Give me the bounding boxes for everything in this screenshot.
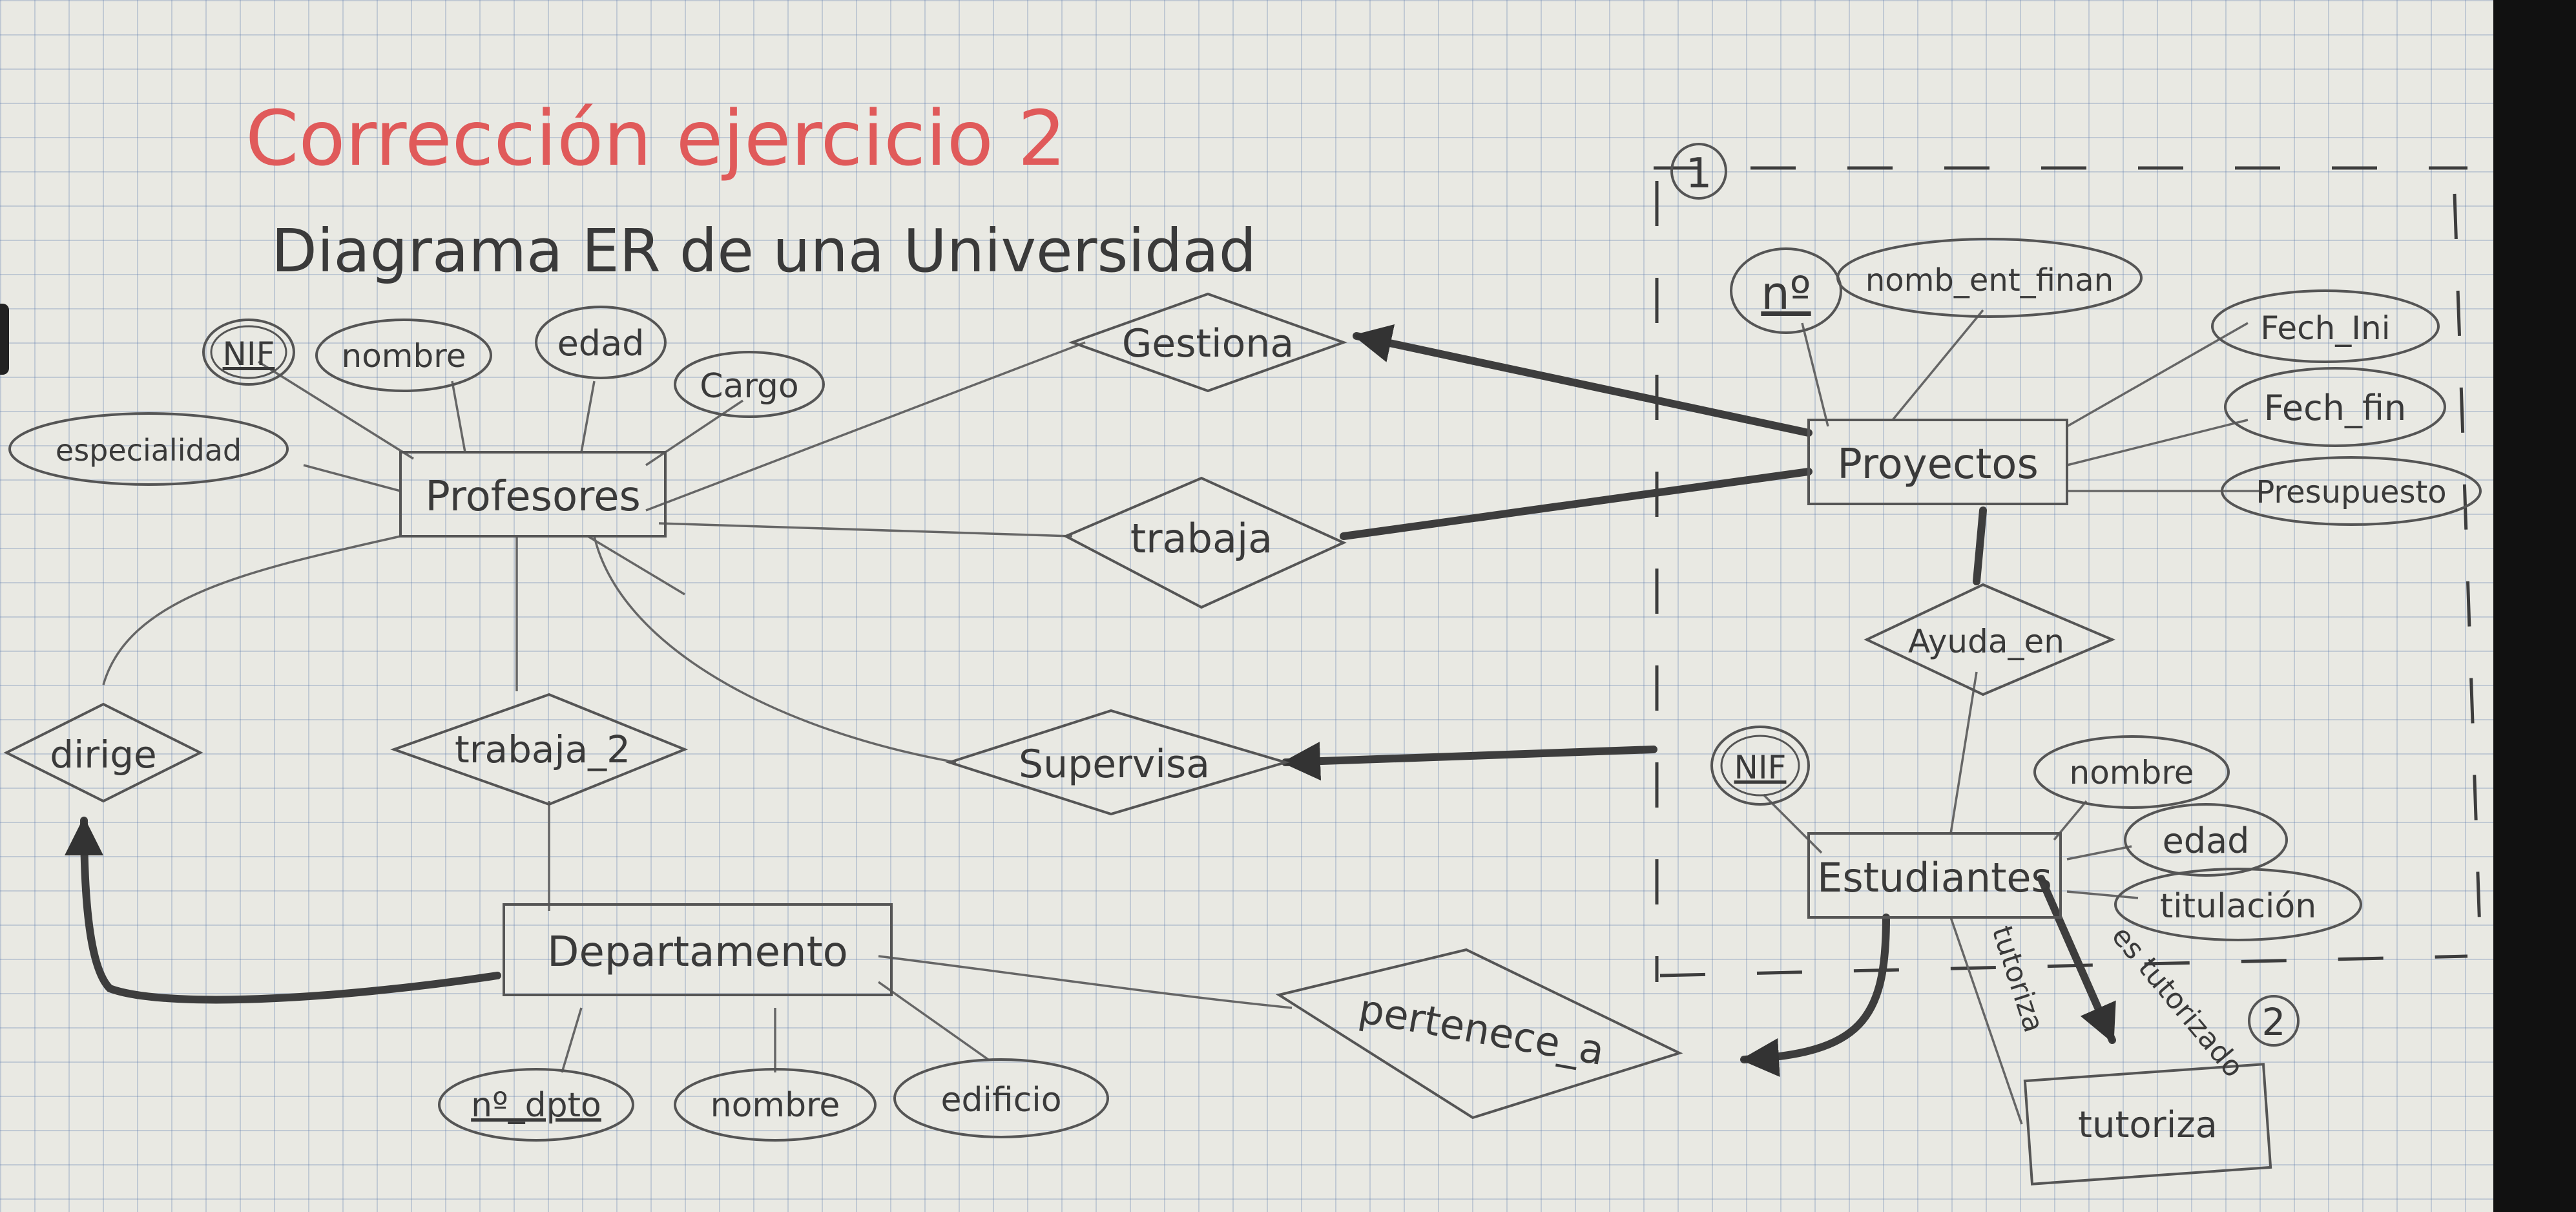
relationship-dirige-label: dirige: [50, 733, 156, 777]
attr-departamento-nombre-label: nombre: [711, 1086, 840, 1125]
attr-proyectos-numero: [1730, 247, 1842, 334]
attr-profesores-especialidad-label: especialidad: [56, 433, 242, 468]
graph-paper: [0, 0, 2493, 1212]
connector-lines: [102, 309, 2261, 1125]
attr-departamento-nombre: [674, 1068, 877, 1142]
relationship-pertenece-a-label: pertenece_a: [1355, 985, 1608, 1075]
thick-arrows: [65, 324, 2116, 1077]
relationship-trabaja-label: trabaja: [1130, 515, 1272, 562]
attr-proyectos-presupuesto-label: Presupuesto: [2256, 474, 2446, 510]
attr-estudiantes-nombre-label: nombre: [2070, 754, 2194, 791]
attr-proyectos-fech-fin: [2224, 367, 2446, 447]
attr-estudiantes-titulacion-label: titulación: [2160, 887, 2316, 926]
relationship-trabaja-2-label: trabaja_2: [455, 727, 630, 771]
attr-departamento-n-dpto: [438, 1068, 634, 1142]
attr-profesores-nif: [202, 319, 295, 386]
attr-estudiantes-edad-label: edad: [2163, 820, 2250, 861]
region-marker-2-label: 2: [2262, 1000, 2286, 1044]
relationship-trabaja-2: [390, 693, 689, 806]
diagram-subtitle: Diagrama ER de una Universidad: [271, 216, 1256, 286]
attr-departamento-n-dpto-label: nº_dpto: [471, 1086, 601, 1125]
attr-proyectos-fech-fin-label: Fech_fin: [2264, 388, 2406, 428]
attr-estudiantes-nombre: [2033, 735, 2230, 809]
notebook-edge-left: [0, 304, 9, 375]
attr-proyectos-numero-label: nº: [1761, 267, 1811, 320]
relationship-ayuda-en-label: Ayuda_en: [1908, 623, 2064, 660]
entity-proyectos: [1807, 419, 2068, 505]
attr-estudiantes-nif-inner: [1720, 735, 1800, 797]
attr-estudiantes-edad: [2124, 803, 2288, 877]
entity-estudiantes-label: Estudiantes: [1817, 854, 2052, 901]
relationship-dirige: [3, 702, 203, 803]
edge-label-es-tutorizado: es tutorizado: [2105, 920, 2250, 1084]
entity-estudiantes: [1807, 832, 2062, 919]
region-marker-1-label: 1: [1686, 150, 1712, 198]
attr-proyectos-fech-ini-label: Fech_Ini: [2260, 309, 2390, 347]
attr-profesores-cargo: [674, 351, 825, 418]
attr-profesores-especialidad: [8, 412, 289, 486]
region-marker-2: [2248, 995, 2300, 1047]
diagram-title: Corrección ejercicio 2: [245, 94, 1066, 183]
attr-estudiantes-titulacion: [2114, 868, 2362, 941]
table-background: [2493, 0, 2576, 1212]
attr-departamento-edificio: [893, 1058, 1109, 1138]
attr-profesores-cargo-label: Cargo: [700, 367, 798, 406]
relationship-supervisa-label: Supervisa: [1019, 742, 1210, 787]
relationship-trabaja: [1063, 476, 1347, 609]
entity-proyectos-label: Proyectos: [1837, 441, 2039, 488]
attr-profesores-nif-inner: [210, 325, 287, 379]
attr-proyectos-fech-ini: [2211, 289, 2440, 363]
er-diagram: Corrección ejercicio 2 Diagrama ER de un…: [3, 94, 2482, 1186]
attr-profesores-nif-label: NIF: [223, 335, 275, 373]
entity-tutoriza: [2023, 1063, 2272, 1186]
attr-departamento-edificio-label: edificio: [940, 1081, 1061, 1120]
attr-proyectos-nomb-ent-finan: [1836, 238, 2143, 318]
entity-profesores-label: Profesores: [425, 473, 641, 521]
attr-estudiantes-nif: [1710, 726, 1810, 806]
attr-profesores-nombre-label: nombre: [342, 337, 466, 375]
attr-proyectos-presupuesto: [2221, 456, 2482, 526]
relationship-gestiona: [1068, 292, 1347, 393]
entity-profesores: [399, 451, 667, 538]
relationship-pertenece-a: [1275, 948, 1683, 1120]
attr-profesores-edad: [535, 306, 667, 379]
region-marker-1: [1670, 143, 1727, 200]
attr-proyectos-nomb-ent-finan-label: nomb_ent_finan: [1865, 262, 2114, 298]
attr-estudiantes-nif-label: NIF: [1734, 749, 1787, 786]
attr-profesores-edad-label: edad: [557, 323, 645, 364]
region-1-box: [1654, 166, 2482, 982]
attr-profesores-nombre: [315, 319, 492, 392]
entity-departamento: [503, 903, 893, 996]
relationship-supervisa: [945, 709, 1291, 816]
edge-label-tutoriza: tutoriza: [1985, 922, 2050, 1036]
entity-tutoriza-label: tutoriza: [2078, 1104, 2218, 1146]
relationship-ayuda-en: [1864, 583, 2116, 696]
entity-departamento-label: Departamento: [547, 928, 848, 976]
relationship-gestiona-label: Gestiona: [1122, 321, 1294, 366]
